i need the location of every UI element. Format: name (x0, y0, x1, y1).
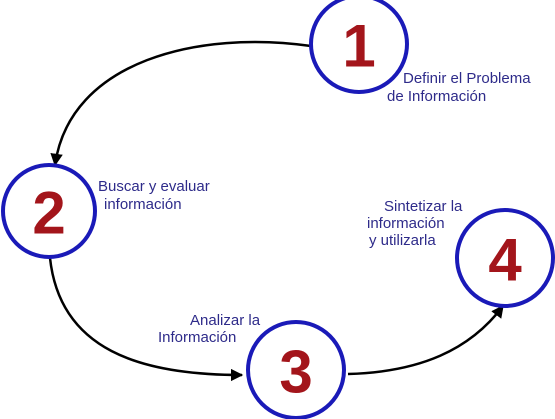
step-1-node: 1 (309, 0, 409, 94)
step-4-label-line-1: Sintetizar la (384, 198, 463, 215)
step-1-label-line-1: Definir el Problema (403, 70, 531, 87)
arrow-step3-to-step4 (347, 305, 504, 376)
step-4-label-line-3: y utilizarla (369, 232, 436, 249)
step-4-number: 4 (488, 227, 522, 294)
step-1-label-line-2: de Información (387, 88, 486, 105)
step-3-number: 3 (279, 339, 312, 406)
step-4-node: 4 (455, 208, 555, 308)
arrow-step1-to-step2 (50, 40, 312, 167)
step-2-circle (1, 163, 97, 259)
step-2-number: 2 (32, 180, 65, 247)
step-3-label: Analizar la Información (158, 312, 264, 346)
step-1-label: Definir el Problema de Información (387, 70, 535, 105)
step-1-number: 1 (342, 13, 375, 80)
step-2-node: 2 (1, 163, 97, 259)
step-3-label-line-2: Información (158, 329, 236, 346)
arrow-step2-to-step3 (48, 257, 244, 382)
step-4-label-line-2: información (367, 215, 445, 232)
step-2-label-line-2: información (104, 196, 182, 213)
step-4-label: Sintetizar la información y utilizarla (367, 198, 467, 249)
step-4-circle (455, 208, 555, 308)
step-3-node: 3 (246, 320, 346, 419)
step-3-label-line-1: Analizar la (190, 312, 261, 329)
step-1-circle (309, 0, 409, 94)
step-2-label: Buscar y evaluar información (98, 178, 214, 213)
step-2-label-line-1: Buscar y evaluar (98, 178, 210, 195)
step-3-circle (246, 320, 346, 419)
